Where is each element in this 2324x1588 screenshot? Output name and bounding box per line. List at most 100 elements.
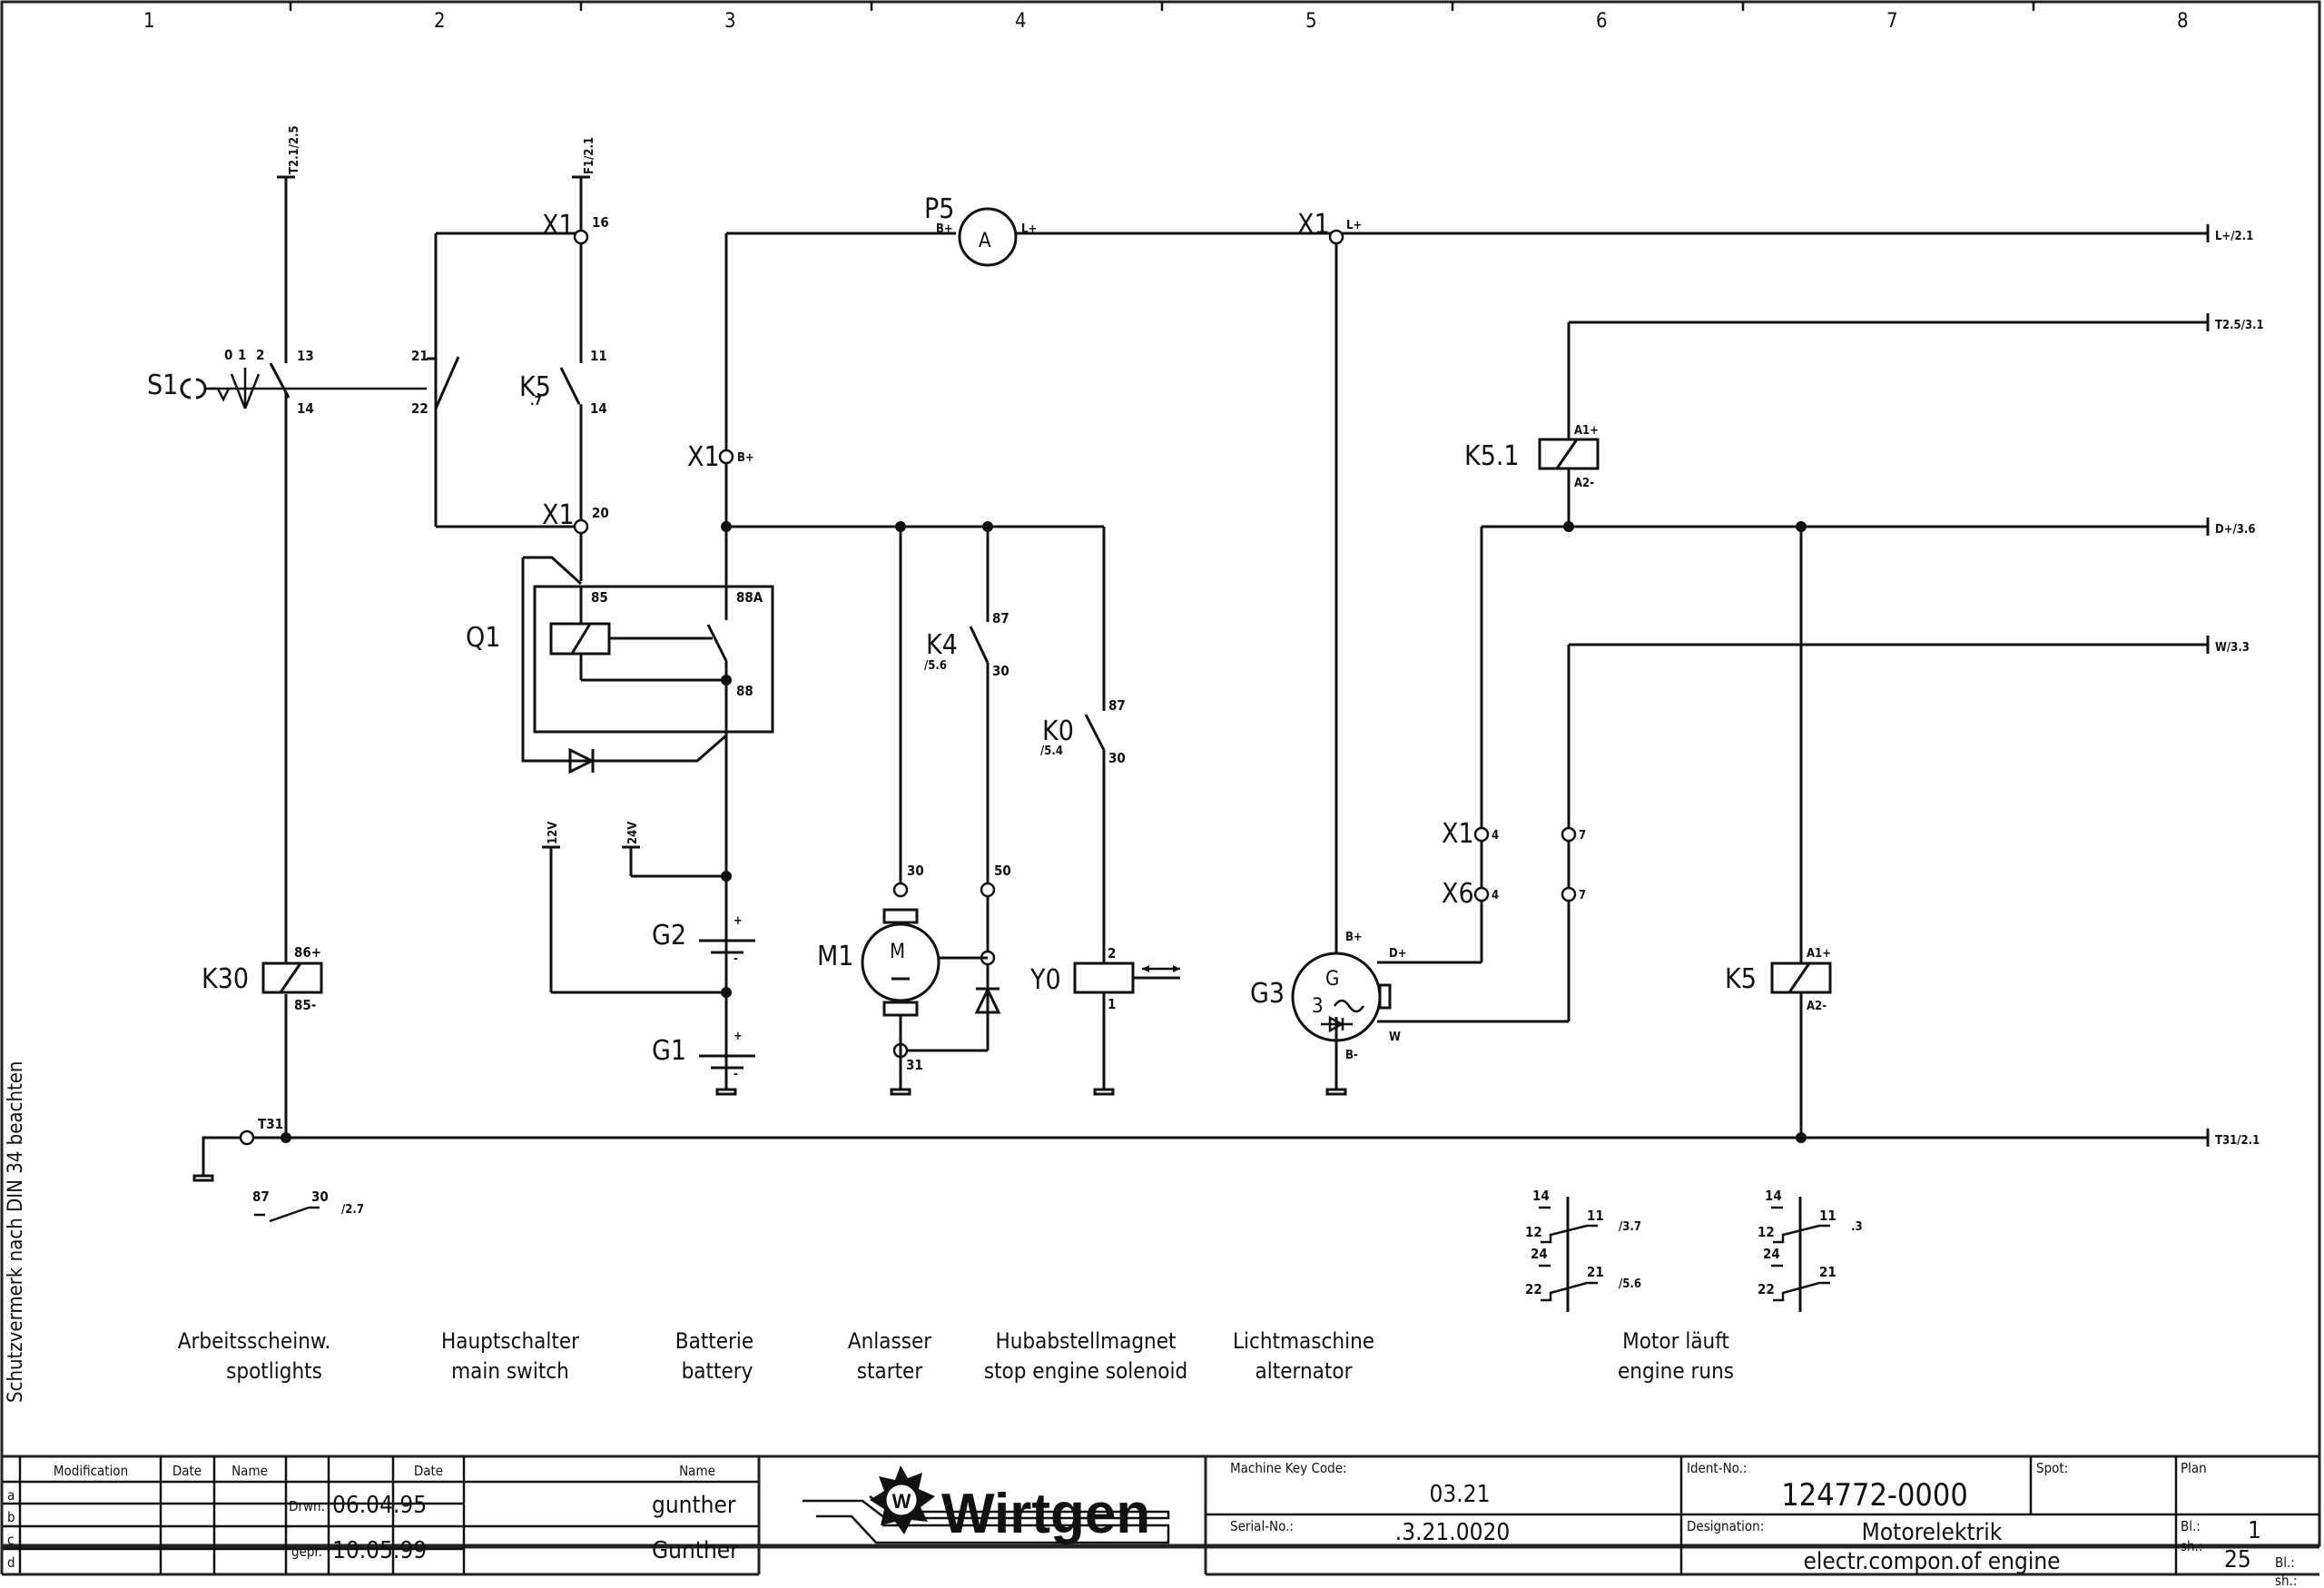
column-number: 1 [143,10,155,33]
header-name: Name [231,1463,268,1479]
label-g3: G3 [1250,978,1285,1010]
label-x1: X1 [1297,209,1330,241]
pin-label: 13 [297,348,314,364]
pin-label: 30 [907,863,924,879]
checked-date: 10.05.99 [332,1537,427,1564]
label-y0: Y0 [1029,964,1061,996]
header-date: Date [172,1463,202,1479]
ref-label: /5.4 [1040,745,1063,758]
label-k4: K4 [926,629,958,661]
pin-label: A2- [1574,477,1594,490]
serial-label: Serial-No.: [1230,1518,1294,1534]
wires [202,175,2210,1176]
pin-label: A1+ [1574,424,1599,438]
pin-label: 2 [1108,945,1116,962]
caption-en: battery [682,1358,753,1384]
section-captions: Arbeitsscheinw. spotlights Hauptschalter… [178,1328,1734,1384]
offpage-ref: F1/2.1 [583,137,596,174]
pin-label: 11 [590,348,607,364]
pin-label: 1 [238,347,246,363]
drawn-name: gunther [652,1492,736,1519]
key-switch-icon [180,368,261,409]
junction-dots [281,521,1807,1143]
sheet-border [0,0,2321,1547]
row-letter: d [7,1554,15,1571]
pin-label: B+ [737,451,754,465]
relay-coils [261,438,1832,994]
label-s1: S1 [147,370,178,401]
row-letter: b [7,1509,15,1525]
pin-label: 14 [297,400,314,417]
designation-en: electr.compon.of engine [1803,1548,2060,1575]
label-q1: Q1 [466,622,500,654]
machine-key-value: 03.21 [1430,1481,1491,1508]
label-g1: G1 [652,1035,686,1067]
label-t31: T31 [258,1116,283,1132]
offpage-ref: T2.5/3.1 [2215,319,2264,332]
ground-icon [1325,1088,1347,1096]
column-number: 3 [724,10,736,33]
pin-label: 22 [1758,1281,1775,1297]
pin-label: 14 [1765,1188,1782,1204]
pin-label: 22 [1525,1281,1542,1297]
pin-label: 1 [1108,996,1116,1012]
label-x1: X1 [542,499,575,531]
pin-label: 7 [1579,829,1586,843]
pin-label: B+ [1345,931,1363,944]
ident-value: 124772-0000 [1781,1477,1968,1514]
pin-label: 4 [1492,889,1499,902]
contact-table-k5 [1771,1197,1830,1312]
phase-label: 3 [1312,995,1324,1018]
label-k30: K30 [202,963,249,995]
machine-key-label: Machine Key Code: [1230,1460,1347,1476]
protection-note: Schutzvermerk nach DIN 34 beachten [5,1061,27,1403]
pin-label: 12 [1758,1224,1775,1240]
ground-symbols [192,1088,1347,1182]
pin-label: 14 [1532,1188,1550,1204]
k30-contact [254,1206,320,1223]
logo-text: Wirtgen [941,1483,1150,1545]
pin-label: 2 [256,347,264,363]
sh2-label: sh.: [2275,1573,2297,1588]
pin-label: A1+ [1807,947,1831,961]
column-ruler: 1 2 3 4 5 6 7 8 [143,2,2189,33]
column-number: 4 [1015,10,1027,33]
bl-value: 1 [2248,1517,2261,1544]
polarity-label: + [734,1030,743,1043]
caption-en: alternator [1256,1358,1353,1384]
pin-label: 30 [992,663,1009,679]
pin-label: 85 [591,589,608,606]
pin-label: A2- [1807,1000,1827,1013]
caption-de: Arbeitsscheinw. [178,1328,330,1354]
caption-de: Lichtmaschine [1233,1328,1374,1354]
label-x6: X6 [1442,878,1474,910]
pin-label: 30 [311,1189,329,1205]
pin-label: 87 [252,1189,270,1205]
ident-label: Ident-No.: [1687,1460,1747,1476]
pin-label: 24 [1763,1246,1780,1262]
pin-label: 21 [1819,1264,1837,1280]
label-g2: G2 [652,920,686,952]
column-number: 5 [1305,10,1317,33]
voltage-label: 12V [547,822,560,844]
pin-label: 87 [1108,697,1126,714]
designation-label: Designation: [1687,1518,1764,1534]
pin-label: D+ [1389,947,1407,961]
pin-label: 86+ [294,944,321,961]
caption-de: Hauptschalter [441,1328,579,1354]
motor-m1 [861,908,1001,1090]
drawn-date: 06.04.95 [332,1492,427,1519]
header-name: Name [679,1463,715,1479]
ground-icon [890,1088,911,1096]
column-number: 7 [1886,10,1898,33]
checked-name: Gunther [652,1537,739,1564]
caption-en: main switch [451,1358,569,1384]
ground-icon [1093,1088,1115,1096]
caption-de: Batterie [675,1328,753,1354]
pin-label: 85- [294,997,316,1013]
pin-label: 12 [1525,1224,1542,1240]
label-m1: M1 [817,941,853,972]
contact-table-k5-1 [1539,1197,1598,1312]
offpage-ref: D+/3.6 [2215,523,2256,537]
